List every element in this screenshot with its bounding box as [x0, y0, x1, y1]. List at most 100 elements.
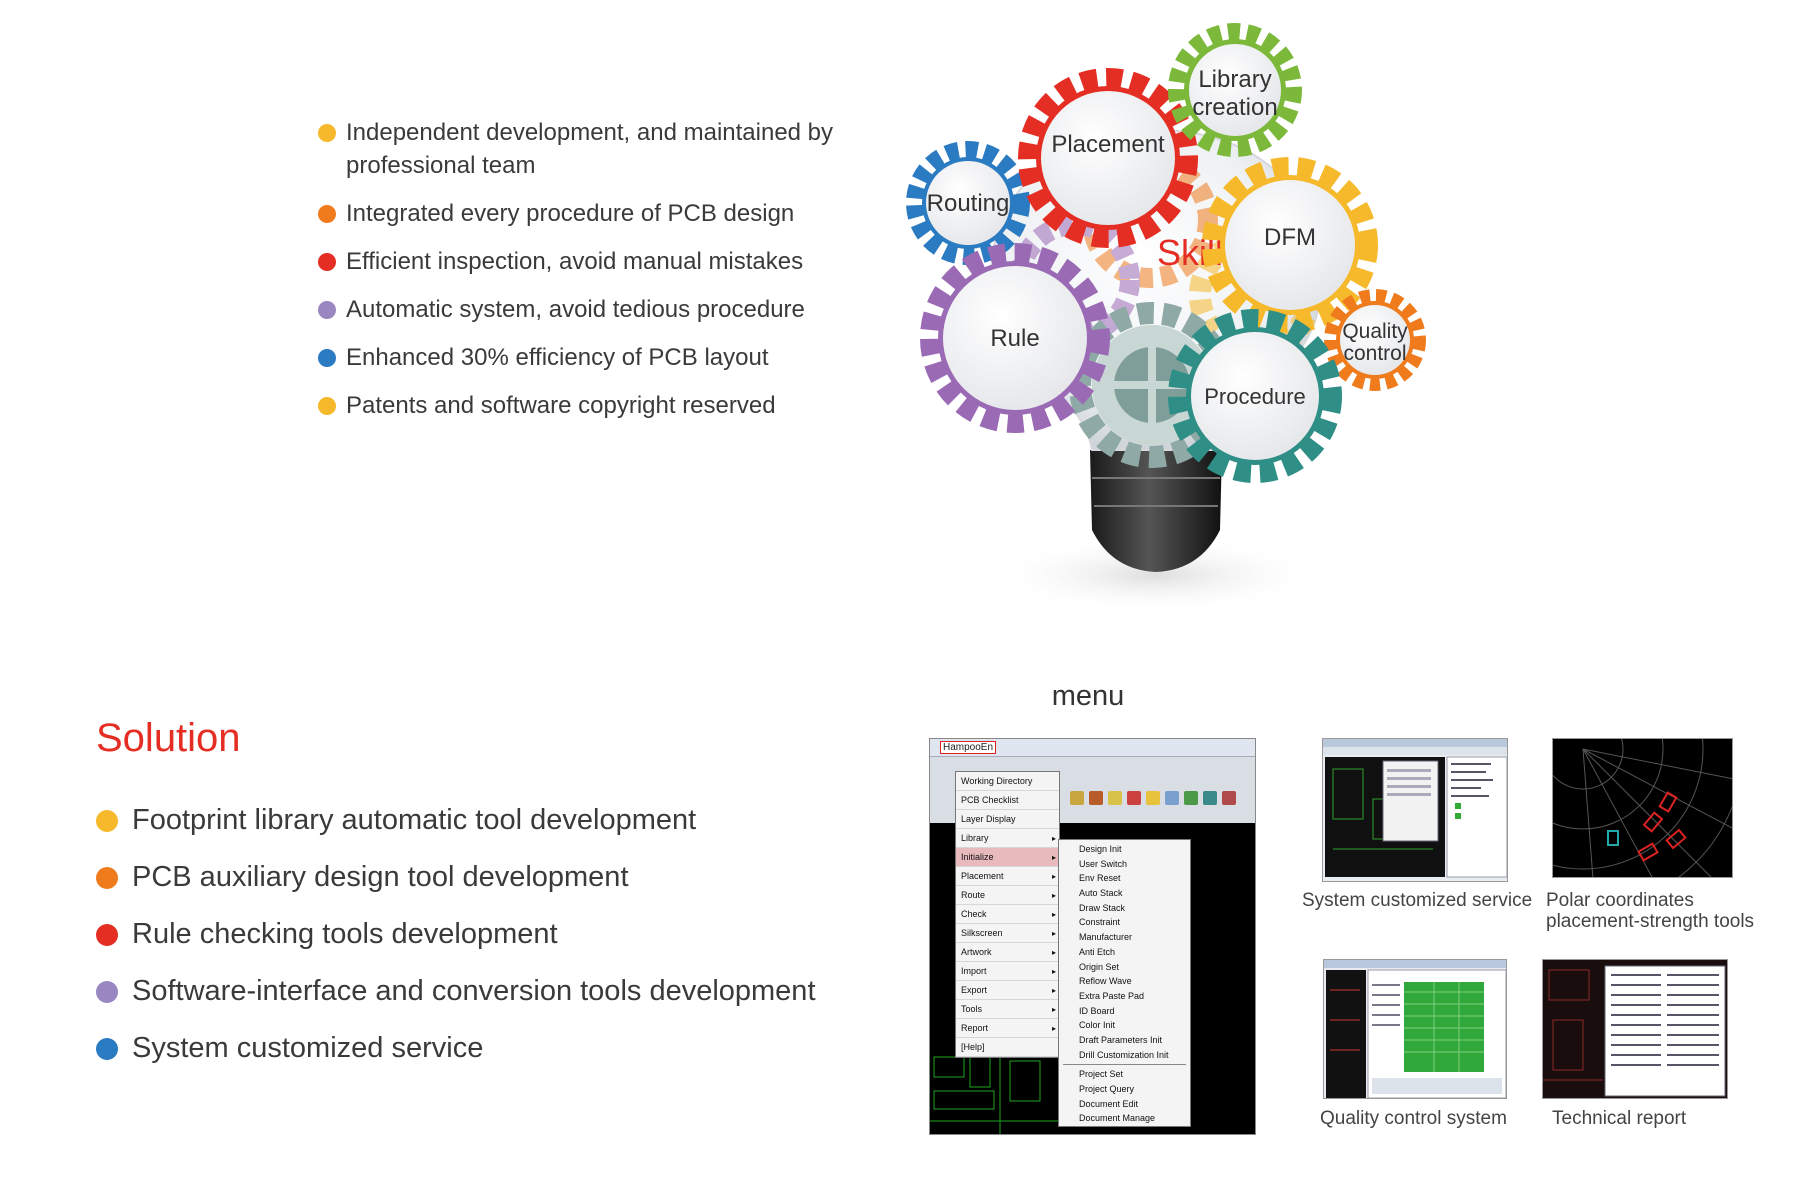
submenu-item[interactable]: Origin Set — [1079, 961, 1120, 972]
tool-icon[interactable] — [1070, 791, 1084, 805]
hampooen-dropdown: Working Directory PCB Checklist Layer Di… — [955, 771, 1060, 1058]
thumbnail-caption: Polar coordinates placement-strength too… — [1546, 890, 1755, 932]
submenu-item[interactable]: Reflow Wave — [1079, 976, 1132, 987]
feature-text: Integrated every procedure of PCB design — [346, 200, 795, 227]
menu-item[interactable]: Library▸ — [956, 829, 1059, 848]
menu-item[interactable]: [Help] — [956, 1038, 1059, 1057]
submenu-item[interactable]: Document Manage — [1079, 1113, 1156, 1124]
submenu-item[interactable]: Color Init — [1079, 1020, 1116, 1031]
menu-item-highlighted[interactable]: Initialize▸ — [956, 848, 1059, 867]
solution-item: PCB auxiliary design tool development — [96, 857, 916, 897]
menu-item[interactable]: Import▸ — [956, 962, 1059, 981]
submenu-item[interactable]: Document Edit — [1079, 1098, 1139, 1109]
gear-dfm: DFM — [1202, 157, 1378, 333]
menu-item[interactable]: Route▸ — [956, 886, 1059, 905]
feature-text: Automatic system, avoid tedious procedur… — [346, 296, 805, 323]
submenu-item[interactable]: Draw Stack — [1079, 902, 1126, 913]
menu-item[interactable]: Silkscreen▸ — [956, 924, 1059, 943]
submenu-arrow-icon: ▸ — [1051, 1005, 1056, 1014]
thumbnail-system-customized — [1322, 738, 1508, 882]
submenu-item[interactable]: Draft Parameters Init — [1079, 1034, 1163, 1045]
gear-label: DFM — [1264, 224, 1316, 251]
submenu-item[interactable]: Project Query — [1079, 1084, 1135, 1094]
menu-item[interactable]: Tools▸ — [956, 1000, 1059, 1019]
bullet-dot-icon — [96, 867, 118, 889]
menu-hampooen[interactable]: HampooEn — [940, 741, 997, 754]
submenu-arrow-icon: ▸ — [1051, 891, 1056, 900]
gear-label: Routing — [927, 190, 1010, 217]
menu-item[interactable]: Check▸ — [956, 905, 1059, 924]
gear-label-line2: control — [1343, 342, 1406, 365]
submenu-item[interactable]: User Switch — [1079, 858, 1128, 869]
submenu-item[interactable]: Drill Customization Init — [1079, 1049, 1169, 1060]
initialize-submenu: Design Init User Switch Env Reset Auto S… — [1058, 839, 1191, 1128]
submenu-item[interactable]: Project Set — [1079, 1069, 1124, 1080]
menu-separator — [1063, 1064, 1186, 1066]
thumbnail-caption: System customized service — [1302, 890, 1533, 911]
submenu-arrow-icon: ▸ — [1051, 1024, 1056, 1033]
skill-infographic: Skill Routing Placement Library creation — [860, 10, 1480, 630]
solution-list: Footprint library automatic tool develop… — [96, 800, 916, 1085]
solution-text: Footprint library automatic tool develop… — [132, 804, 697, 836]
menu-item[interactable]: Artwork▸ — [956, 943, 1059, 962]
menu-screenshot: HampooEn Working Directory PCB Checklist… — [929, 738, 1256, 1135]
gear-rule: Rule — [920, 243, 1110, 433]
submenu-arrow-icon: ▸ — [1051, 910, 1056, 919]
tool-icon[interactable] — [1203, 791, 1217, 805]
solution-item: Software-interface and conversion tools … — [96, 971, 916, 1011]
tool-icon[interactable] — [1184, 791, 1198, 805]
gear-label: Rule — [990, 325, 1039, 352]
submenu-arrow-icon: ▸ — [1051, 834, 1056, 843]
submenu-item[interactable]: Anti Etch — [1079, 946, 1116, 957]
gear-label-line1: Quality — [1342, 320, 1408, 343]
tool-icon[interactable] — [1089, 791, 1103, 805]
solution-text: Rule checking tools development — [132, 918, 558, 950]
feature-item: Automatic system, avoid tedious procedur… — [318, 293, 878, 326]
bullet-dot-icon — [96, 924, 118, 946]
gear-quality-control: Quality control — [1324, 289, 1426, 391]
menu-item[interactable]: Layer Display — [956, 810, 1059, 829]
menu-item[interactable]: Placement▸ — [956, 867, 1059, 886]
submenu-arrow-icon: ▸ — [1051, 929, 1056, 938]
menu-item[interactable]: PCB Checklist — [956, 791, 1059, 810]
feature-text: Patents and software copyright reserved — [346, 392, 776, 419]
submenu-arrow-icon: ▸ — [1051, 948, 1056, 957]
feature-text: Efficient inspection, avoid manual mista… — [346, 248, 804, 275]
solution-item: Rule checking tools development — [96, 914, 916, 954]
tool-icon[interactable] — [1222, 791, 1236, 805]
bullet-dot-icon — [318, 205, 336, 223]
bullet-dot-icon — [96, 981, 118, 1003]
menu-item[interactable]: Working Directory — [956, 772, 1059, 791]
thumbnail-quality-control — [1323, 959, 1507, 1099]
submenu-arrow-icon: ▸ — [1051, 853, 1056, 862]
submenu-item[interactable]: ID Board — [1079, 1005, 1115, 1016]
tool-icon[interactable] — [1146, 791, 1160, 805]
feature-item: Integrated every procedure of PCB design — [318, 197, 878, 230]
menu-item[interactable]: Export▸ — [956, 981, 1059, 1000]
submenu-item[interactable]: Design Init — [1079, 844, 1122, 854]
gear-label-line1: Library — [1198, 66, 1271, 93]
solution-heading: Solution — [96, 716, 241, 760]
bullet-dot-icon — [318, 397, 336, 415]
bulb-shadow — [985, 537, 1325, 613]
submenu-item[interactable]: Extra Paste Pad — [1079, 990, 1145, 1001]
bullet-dot-icon — [318, 253, 336, 271]
gear-label: Placement — [1051, 131, 1165, 158]
tool-icon[interactable] — [1127, 791, 1141, 805]
submenu-item[interactable]: Auto Stack — [1079, 888, 1123, 899]
menu-caption: menu — [1051, 680, 1125, 712]
tool-icon[interactable] — [1108, 791, 1122, 805]
bullet-dot-icon — [96, 1038, 118, 1060]
feature-list: Independent development, and maintained … — [318, 116, 878, 437]
submenu-item[interactable]: Manufacturer — [1079, 932, 1133, 943]
bulb-base — [1090, 450, 1222, 572]
solution-text: PCB auxiliary design tool development — [132, 861, 629, 893]
thumbnail-technical-report — [1542, 959, 1728, 1099]
submenu-item[interactable]: Env Reset — [1079, 873, 1121, 884]
solution-text: Software-interface and conversion tools … — [132, 975, 816, 1007]
menu-item[interactable]: Report▸ — [956, 1019, 1059, 1038]
bullet-dot-icon — [318, 124, 336, 142]
gear-library-creation: Library creation — [1168, 23, 1302, 157]
submenu-item[interactable]: Constraint — [1079, 917, 1121, 928]
tool-icon[interactable] — [1165, 791, 1179, 805]
